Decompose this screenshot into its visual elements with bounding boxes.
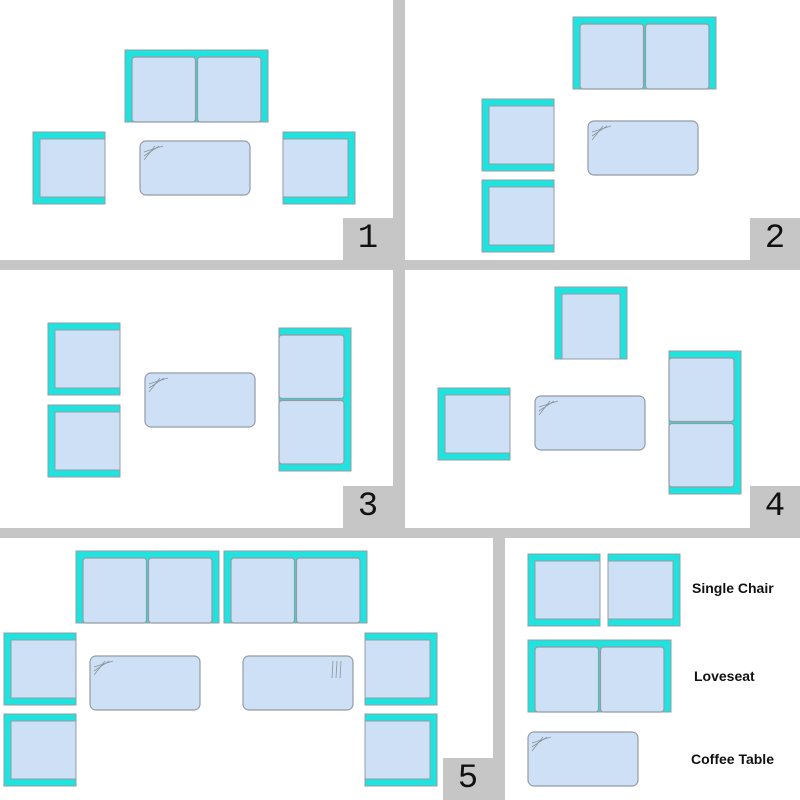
loveseat-cushion (278, 399, 345, 465)
chair-cushion (54, 329, 121, 389)
loveseat (124, 49, 269, 123)
coffee-table (242, 655, 354, 711)
glass-glare-line (335, 660, 338, 679)
loveseat-cushion (534, 646, 600, 713)
glass-glare-line (148, 377, 161, 393)
single-chair (527, 553, 601, 627)
layout-number-2: 2 (750, 218, 800, 260)
glass-glare-line (591, 125, 604, 141)
chair-cushion (488, 105, 555, 165)
table-top (527, 731, 639, 787)
table-top (144, 372, 256, 428)
table-top (242, 655, 354, 711)
single-chair (607, 553, 681, 627)
loveseat-cushion (599, 646, 665, 713)
loveseat-cushion (196, 56, 262, 123)
single-chair (481, 98, 555, 172)
single-chair (32, 131, 106, 205)
glass-glare-line (148, 377, 169, 385)
single-chair (364, 632, 438, 706)
glass-glare-line (93, 660, 114, 668)
single-chair (3, 713, 77, 787)
loveseat (572, 16, 717, 90)
chair-cushion (364, 639, 431, 699)
layout-panel-1 (0, 0, 393, 260)
single-chair (282, 131, 356, 205)
coffee-table (534, 395, 646, 451)
chair-cushion (444, 394, 511, 454)
loveseat-cushion (644, 23, 710, 90)
glass-glare-line (531, 736, 552, 744)
layout-number-5: 5 (443, 758, 493, 800)
glass-glare-line (591, 125, 612, 133)
single-chair (47, 404, 121, 478)
loveseat (278, 327, 352, 472)
loveseat-cushion (131, 56, 197, 123)
coffee-table (144, 372, 256, 428)
single-chair (481, 179, 555, 253)
glass-glare-line (538, 400, 559, 408)
loveseat-cushion (579, 23, 645, 90)
table-top (89, 655, 201, 711)
loveseat (668, 350, 742, 495)
chair-cushion (10, 720, 77, 780)
glass-glare-line (93, 660, 106, 676)
chair-cushion (364, 720, 431, 780)
legend-label-coffee-table: Coffee Table (691, 751, 774, 767)
table-top (534, 395, 646, 451)
loveseat-cushion (668, 422, 735, 488)
loveseat-cushion (295, 557, 361, 624)
table-top (139, 140, 251, 196)
glass-glare-line (538, 400, 551, 416)
chair-cushion (561, 293, 621, 360)
glass-glare-line (339, 660, 342, 679)
loveseat-cushion (668, 357, 735, 423)
layout-number-1: 1 (343, 218, 393, 260)
legend-label-loveseat: Loveseat (694, 668, 755, 684)
chair-cushion (282, 138, 349, 198)
glass-glare-line (531, 736, 544, 752)
loveseat (223, 550, 368, 624)
single-chair (364, 713, 438, 787)
single-chair (554, 286, 628, 360)
glass-glare-line (331, 660, 334, 679)
loveseat-cushion (147, 557, 213, 624)
coffee-table (587, 120, 699, 176)
table-top (587, 120, 699, 176)
single-chair (47, 322, 121, 396)
chair-cushion (534, 560, 601, 620)
chair-cushion (607, 560, 674, 620)
glass-glare-line (143, 145, 164, 153)
glass-glare-line (143, 145, 156, 161)
layout-number-3: 3 (343, 486, 393, 528)
single-chair (437, 387, 511, 461)
coffee-table (527, 731, 639, 787)
loveseat-cushion (278, 334, 345, 400)
chair-cushion (488, 186, 555, 246)
coffee-table (89, 655, 201, 711)
chair-cushion (39, 138, 106, 198)
loveseat (527, 639, 672, 713)
chair-cushion (10, 639, 77, 699)
single-chair (3, 632, 77, 706)
loveseat-cushion (82, 557, 148, 624)
loveseat-cushion (230, 557, 296, 624)
layout-number-4: 4 (750, 486, 800, 528)
coffee-table (139, 140, 251, 196)
loveseat (75, 550, 220, 624)
legend-label-single-chair: Single Chair (692, 580, 774, 596)
chair-cushion (54, 411, 121, 471)
